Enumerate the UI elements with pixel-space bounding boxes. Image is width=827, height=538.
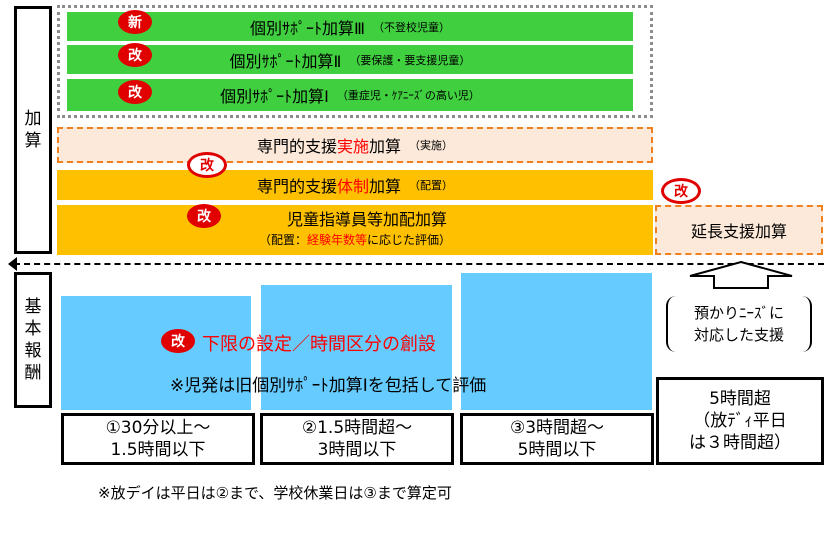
time-slot-1-line2: 1.5時間以下 xyxy=(110,440,206,460)
instructor-note-post: に応じた評価） xyxy=(367,233,452,247)
basic-reward-headline: 下限の設定／時間区分の創設 xyxy=(202,334,436,355)
revised-badge-support2: 改 xyxy=(118,43,152,67)
basic-reward-side-label: 基 本 報 酬 xyxy=(14,272,52,408)
basic-reward-subtext: ※児発は旧個別ｻﾎﾟｰﾄ加算Ⅰを包括して評価 xyxy=(170,376,487,396)
time-slot-1-block xyxy=(61,296,251,410)
individual-support-1-bar: 個別ｻﾎﾟｰﾄ加算Ⅰ （重症児・ｹｱﾆｰｽﾞの高い児） xyxy=(67,79,633,111)
revised-badge-extension: 改 xyxy=(661,178,701,204)
specialist-impl-label-post: 加算 xyxy=(369,137,402,156)
revised-badge-text: 改 xyxy=(128,48,142,64)
over-5-hours-box: 5時間超 （放ﾃﾞｨ平日 は３時間超） xyxy=(656,377,824,465)
up-arrow-icon xyxy=(689,260,793,289)
footnote: ※放デイは平日は②まで、学校休業日は③まで算定可 xyxy=(98,484,452,502)
time-slot-2-line2: 3時間以下 xyxy=(317,440,397,460)
revised-badge-basic: 改 xyxy=(161,329,195,353)
specialist-impl-label-red: 実施 xyxy=(336,137,369,156)
revised-badge-support1: 改 xyxy=(118,80,152,104)
new-badge: 新 xyxy=(118,10,152,34)
time-slot-2-block xyxy=(261,285,452,410)
extension-support-box: 延長支援加算 xyxy=(655,205,823,255)
individual-support-3-note: （不登校児童） xyxy=(373,20,451,34)
specialist-impl-note: （実施） xyxy=(409,139,454,152)
specialist-system-bar: 専門的支援体制加算 （配置） xyxy=(57,170,653,200)
instructor-note: （配置：経験年数等に応じた評価） xyxy=(259,230,451,250)
new-badge-text: 新 xyxy=(128,15,142,31)
basic-char-2: 本 xyxy=(24,319,42,339)
specialist-implementation-bar: 専門的支援実施加算 （実施） xyxy=(57,127,653,163)
extension-needs-note: 預かりﾆｰｽﾞに 対応した支援 xyxy=(666,296,812,352)
individual-support-1-note: （重症児・ｹｱﾆｰｽﾞの高い児） xyxy=(336,89,480,102)
revised-badge-text: 改 xyxy=(171,334,185,350)
over5-line3: は３時間超） xyxy=(689,433,791,453)
over5-line2: （放ﾃﾞｨ平日 xyxy=(693,411,787,431)
basic-char-4: 酬 xyxy=(24,363,42,383)
specialist-sys-label-pre: 専門的支援 xyxy=(256,177,337,196)
kasan-side-label: 加 算 xyxy=(14,6,52,254)
time-slot-3-box: ③3時間超～ 5時間以下 xyxy=(460,413,654,465)
specialist-sys-note: （配置） xyxy=(409,179,454,192)
revised-badge-text: 改 xyxy=(200,158,214,174)
time-slot-1-box: ①30分以上～ 1.5時間以下 xyxy=(61,413,255,465)
time-slot-2-line1: ②1.5時間超～ xyxy=(301,418,413,438)
instructor-label: 児童指導員等加配加算 xyxy=(286,210,447,229)
instructor-note-pre: （配置： xyxy=(258,233,307,247)
time-slot-3-line1: ③3時間超～ xyxy=(509,418,605,438)
extension-note-line2: 対応した支援 xyxy=(693,326,784,344)
specialist-sys-label-red: 体制 xyxy=(336,177,369,196)
basic-char-1: 基 xyxy=(24,297,42,317)
revised-badge-text: 改 xyxy=(674,184,688,200)
kasan-char-2: 算 xyxy=(24,131,42,151)
individual-support-frame xyxy=(57,5,653,118)
revised-badge-instructor: 改 xyxy=(187,204,221,228)
revised-badge-text: 改 xyxy=(197,209,211,225)
basic-char-3: 報 xyxy=(24,341,42,361)
extension-label: 延長支援加算 xyxy=(690,222,787,241)
instructor-note-red: 経験年数等 xyxy=(306,233,367,247)
individual-support-1-label: 個別ｻﾎﾟｰﾄ加算Ⅰ xyxy=(220,87,329,106)
kasan-char-1: 加 xyxy=(24,109,42,129)
kasan-basic-divider xyxy=(14,263,824,265)
individual-support-2-note: （要保護・要支援児童） xyxy=(349,53,471,67)
time-slot-2-box: ②1.5時間超～ 3時間以下 xyxy=(260,413,454,465)
revised-badge-specialist: 改 xyxy=(187,152,227,178)
time-slot-1-line1: ①30分以上～ xyxy=(105,418,211,438)
extension-note-line1: 預かりﾆｰｽﾞに xyxy=(693,304,784,322)
instructor-allocation-bar: 児童指導員等加配加算 （配置：経験年数等に応じた評価） xyxy=(57,205,653,255)
specialist-sys-label-post: 加算 xyxy=(369,177,402,196)
divider-arrow-icon xyxy=(8,257,17,271)
time-slot-3-block xyxy=(461,273,652,410)
time-slot-3-line2: 5時間以下 xyxy=(517,440,597,460)
revised-badge-text: 改 xyxy=(128,85,142,101)
individual-support-2-label: 個別ｻﾎﾟｰﾄ加算Ⅱ xyxy=(229,51,342,71)
individual-support-3-bar: 個別ｻﾎﾟｰﾄ加算Ⅲ （不登校児童） xyxy=(67,12,633,41)
specialist-impl-label-pre: 専門的支援 xyxy=(256,137,337,156)
individual-support-2-bar: 個別ｻﾎﾟｰﾄ加算Ⅱ （要保護・要支援児童） xyxy=(67,45,633,74)
over5-line1: 5時間超 xyxy=(709,389,771,409)
individual-support-3-label: 個別ｻﾎﾟｰﾄ加算Ⅲ xyxy=(249,18,366,38)
